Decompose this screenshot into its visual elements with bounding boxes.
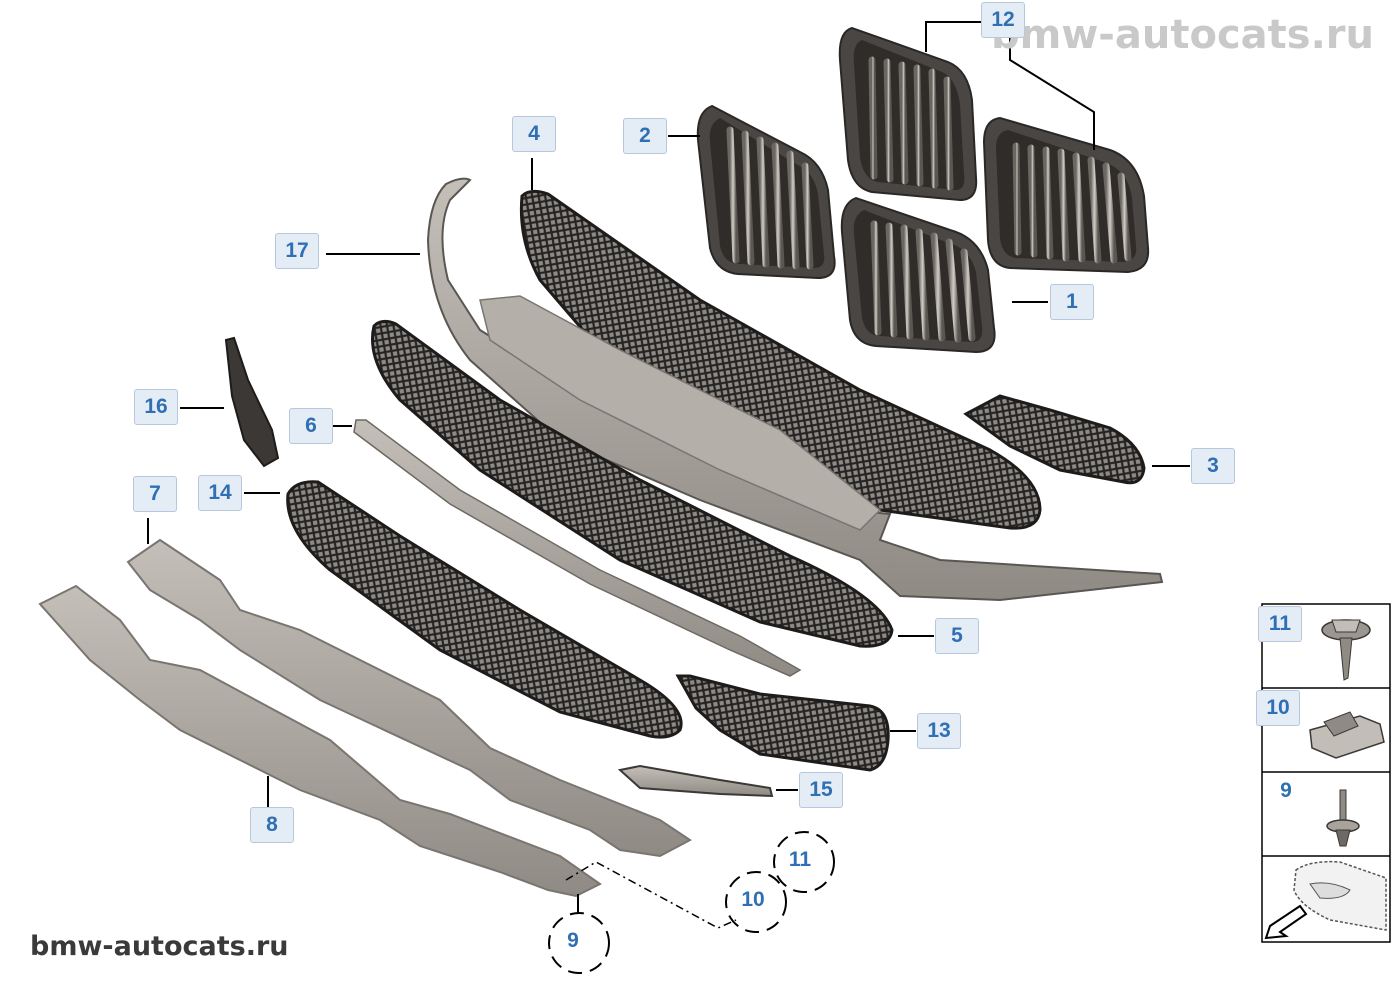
callout-4[interactable]: 4 [512,116,556,152]
leader-lines [147,21,1190,914]
panel-callout-10[interactable]: 10 [1256,690,1300,726]
dash-dot-leader [565,861,737,929]
callout-11[interactable]: 11 [788,848,812,871]
front-spoiler-lip-17 [426,177,1164,602]
clip-nut-icon [1309,711,1385,759]
watermark-top: bmw-autocats.ru [991,12,1374,58]
callout-13[interactable]: 13 [917,713,961,749]
fastener-panel [1261,603,1391,943]
callout-16[interactable]: 16 [134,389,178,425]
car-location-icon [1264,860,1387,940]
kidney-grille-left-2 [696,104,836,280]
lower-spoiler-7 [126,538,692,858]
panel-callout-11[interactable]: 11 [1258,606,1302,642]
callout-5[interactable]: 5 [935,618,979,654]
callout-10[interactable]: 10 [741,888,765,911]
callout-circles [548,831,835,974]
callout-17[interactable]: 17 [275,233,319,269]
trim-strip-6 [353,419,802,677]
callout-9[interactable]: 9 [567,929,579,952]
callout-12[interactable]: 12 [981,2,1025,38]
kidney-grille-right-1 [840,196,996,354]
corner-bracket-16 [224,336,280,468]
rivet-icon [1326,789,1360,847]
panel-callout-9[interactable]: 9 [1280,779,1292,802]
kidney-grille-pair-12 [838,26,1150,274]
callout-1[interactable]: 1 [1050,284,1094,320]
side-mesh-insert-3 [963,394,1146,485]
screw-icon [1321,619,1371,681]
watermark-bottom: bmw-autocats.ru [30,931,289,962]
callout-2[interactable]: 2 [623,118,667,154]
lower-spoiler-8 [38,584,602,898]
middle-mesh-grille-5 [370,319,894,648]
small-trim-15 [617,764,774,798]
callout-8[interactable]: 8 [250,807,294,843]
callout-3[interactable]: 3 [1191,448,1235,484]
callout-14[interactable]: 14 [198,475,242,511]
callout-6[interactable]: 6 [289,408,333,444]
callout-7[interactable]: 7 [133,476,177,512]
callout-15[interactable]: 15 [799,772,843,808]
upper-mesh-grille-4 [519,189,1042,530]
lower-mesh-grille-14 [286,480,683,739]
corner-mesh-13 [675,674,890,772]
